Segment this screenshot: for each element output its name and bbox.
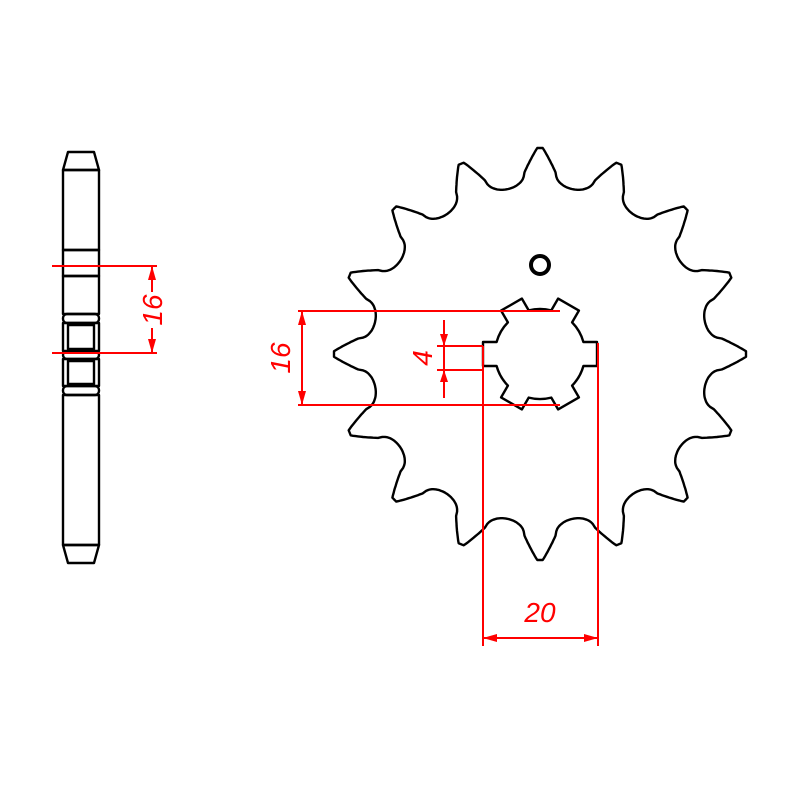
side-thickness-label: 16 bbox=[137, 294, 168, 326]
side-top-chamfer bbox=[61, 150, 101, 172]
spline-bore bbox=[481, 297, 599, 411]
side-blank-band bbox=[61, 248, 101, 278]
bore-spline-height-label: 16 bbox=[265, 342, 296, 374]
dimension-side-thickness: 16 bbox=[52, 265, 168, 354]
side-hatch-upper bbox=[61, 168, 101, 252]
side-rounded-segment-1 bbox=[61, 312, 101, 325]
dimension-keyway-width: 4 bbox=[407, 320, 483, 398]
bore-diameter-label: 20 bbox=[523, 597, 556, 628]
side-keyway-inner-1 bbox=[66, 323, 96, 351]
side-hatch-lower bbox=[61, 393, 101, 547]
bolt-hole bbox=[529, 254, 551, 276]
dimension-bore-spline-height: 16 bbox=[265, 310, 560, 406]
front-view bbox=[332, 146, 748, 562]
side-keyway-inner-2 bbox=[66, 359, 96, 386]
keyway-width-label: 4 bbox=[407, 350, 438, 366]
side-hatch-middle bbox=[61, 274, 101, 316]
side-view bbox=[61, 150, 101, 565]
side-rounded-segment-3 bbox=[61, 384, 101, 397]
dimension-bore-diameter: 20 bbox=[482, 343, 599, 646]
sprocket-teeth-outline bbox=[332, 146, 748, 562]
side-bottom-chamfer bbox=[61, 543, 101, 565]
